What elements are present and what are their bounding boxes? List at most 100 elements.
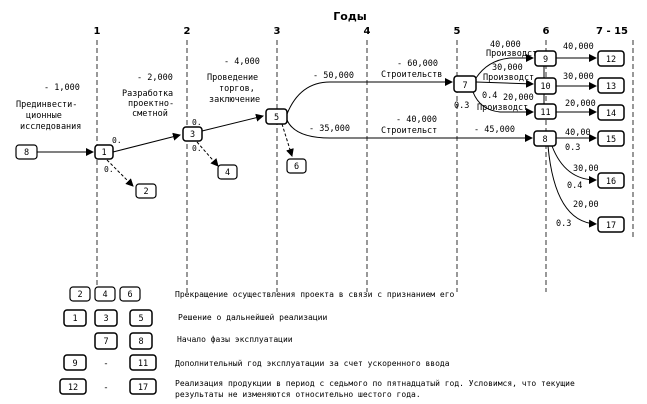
cost-prod8: - 45,000	[474, 125, 515, 135]
svg-text:1: 1	[101, 148, 106, 158]
node-8: 8	[533, 130, 557, 147]
svg-text:9: 9	[72, 359, 77, 369]
legend-row-operation-start: 7 8 Начало фазы эксплуатации	[94, 332, 293, 350]
output-13-value: 30,000	[563, 72, 594, 82]
svg-text:12: 12	[606, 55, 616, 65]
stage-design-line2: проектно-	[128, 99, 174, 109]
node-12: 12	[597, 50, 625, 67]
cost-build1: - 60,000	[397, 59, 438, 69]
svg-text:4: 4	[225, 168, 230, 178]
output-15-value: 40,00	[565, 128, 591, 138]
svg-text:Начало фазы эксплуатации: Начало фазы эксплуатации	[177, 335, 293, 344]
dashed-edges	[106, 123, 294, 187]
legend-row-decision: 1 3 5 Решение о дальнейшей реализации	[63, 309, 327, 327]
value-9: 40,000	[490, 40, 521, 50]
value-10: 30,000	[492, 63, 523, 73]
svg-text:16: 16	[606, 177, 616, 187]
stage-tender-cost: - 4,000	[224, 57, 260, 67]
prob-8-c: 0.3	[556, 219, 571, 229]
svg-text:7: 7	[103, 337, 108, 347]
stage-tender-line1: Проведение	[207, 73, 258, 83]
svg-text:-: -	[103, 359, 108, 369]
years-title: Годы	[333, 10, 366, 23]
label-prod-10: Производст	[483, 73, 534, 83]
prob-3-down: 0.	[192, 144, 202, 153]
value-11: 20,000	[503, 93, 534, 103]
legend-row-extra-year: 9 - 11 Дополнительный год эксплуатации з…	[63, 354, 450, 371]
label-prod-9: Производст	[486, 49, 537, 59]
output-12-value: 40,000	[563, 42, 594, 52]
svg-text:15: 15	[606, 135, 616, 145]
node-6: 6	[286, 158, 307, 174]
node-10: 10	[534, 77, 557, 95]
svg-text:2: 2	[77, 290, 82, 300]
svg-text:10: 10	[540, 82, 550, 92]
prob-1-down: 0.	[104, 165, 114, 174]
node-start: 8	[15, 144, 38, 160]
cost-lower: - 35,000	[309, 124, 350, 134]
svg-text:17: 17	[606, 221, 616, 231]
svg-text:6: 6	[294, 162, 299, 172]
year-label-7-15: 7 - 15	[596, 26, 628, 37]
svg-text:8: 8	[542, 135, 547, 145]
svg-text:11: 11	[540, 108, 550, 118]
svg-text:11: 11	[138, 359, 148, 369]
node-13: 13	[597, 77, 625, 94]
node-1: 1	[94, 144, 114, 160]
node-11: 11	[534, 103, 557, 120]
prob-3-up: 0.	[192, 118, 202, 127]
stage-preinvest-line2: ционные	[26, 111, 62, 121]
node-3: 3	[182, 126, 203, 142]
stage-preinvest-line1: Прединвести-	[16, 100, 77, 110]
label-build2: Строительст	[381, 126, 437, 136]
year-label-5: 5	[454, 26, 461, 37]
stage-design-line1: Разработка	[122, 88, 173, 99]
node-9: 9	[534, 50, 557, 67]
svg-text:Дополнительный год эксплуатаци: Дополнительный год эксплуатации за счет …	[175, 359, 450, 368]
node-5: 5	[265, 108, 288, 125]
output-17-value: 20,00	[573, 200, 599, 210]
prob-8-a: 0.3	[565, 143, 580, 153]
node-15: 15	[597, 130, 625, 147]
svg-text:14: 14	[606, 109, 616, 119]
cost-upper: - 50,000	[313, 71, 354, 81]
year-label-2: 2	[184, 26, 191, 37]
node-4: 4	[217, 164, 238, 180]
prob-1-up: 0.	[112, 136, 122, 145]
svg-text:Прекращение осуществления прое: Прекращение осуществления проекта в связ…	[175, 290, 455, 299]
node-16: 16	[597, 172, 625, 189]
stage-design-line3: сметной	[132, 109, 168, 119]
legend: 2 4 6 Прекращение осуществления проекта …	[59, 286, 575, 399]
year-label-3: 3	[274, 26, 281, 37]
svg-text:Реализация продукции в период: Реализация продукции в период с седьмого…	[175, 379, 575, 388]
cost-build2: - 40,000	[396, 115, 437, 125]
prob-7-low: 0.3	[454, 101, 469, 111]
node-14: 14	[597, 104, 625, 121]
svg-text:6: 6	[127, 290, 132, 300]
svg-text:5: 5	[274, 113, 279, 123]
output-16-value: 30,00	[573, 164, 599, 174]
stage-preinvest-cost: - 1,000	[44, 83, 80, 93]
svg-text:3: 3	[190, 130, 195, 140]
solid-edges	[37, 54, 597, 228]
output-14-value: 20,000	[565, 99, 596, 109]
legend-row-termination: 2 4 6 Прекращение осуществления проекта …	[69, 286, 455, 302]
legend-row-sales: 12 - 17 Реализация продукции в период с …	[59, 378, 575, 399]
node-17: 17	[597, 216, 625, 233]
year-label-6: 6	[543, 26, 550, 37]
svg-text:8: 8	[138, 337, 143, 347]
svg-text:Решение о дальнейшей реализаци: Решение о дальнейшей реализации	[178, 313, 327, 322]
svg-text:9: 9	[543, 55, 548, 65]
svg-text:1: 1	[72, 314, 77, 324]
svg-text:13: 13	[606, 82, 616, 92]
svg-text:5: 5	[138, 314, 143, 324]
svg-text:2: 2	[143, 187, 148, 197]
stage-tender-line2: торгов,	[219, 84, 255, 94]
svg-text:результаты не изменяются относ: результаты не изменяются относительно ше…	[175, 390, 421, 399]
stage-design-cost: - 2,000	[137, 73, 173, 83]
year-label-1: 1	[94, 26, 101, 37]
year-label-4: 4	[364, 26, 371, 37]
prob-7-mid: 0.4	[482, 91, 497, 101]
label-prod-11: Производст	[477, 103, 528, 113]
